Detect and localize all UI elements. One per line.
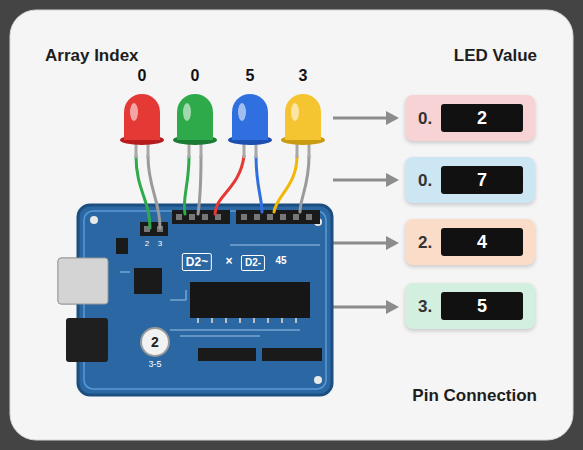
pointer-arrows: [333, 111, 399, 314]
value-display: 5: [441, 292, 523, 320]
mount-hole: [314, 376, 322, 384]
wire: [215, 156, 244, 214]
led-leads: [136, 144, 309, 158]
index-label: 2.: [418, 234, 432, 251]
pointer-arrow: [333, 179, 388, 182]
arrow-head: [386, 173, 399, 187]
usb-connector: [58, 258, 108, 304]
component: [116, 238, 128, 254]
index-label: 3.: [418, 298, 432, 315]
pin-header: [198, 348, 256, 361]
pin-marking: ×: [225, 255, 232, 267]
small-chip: [134, 268, 162, 294]
leds: [120, 94, 325, 158]
index-number: 5: [246, 68, 255, 84]
index-number: 0: [138, 68, 147, 84]
pin-marking: D2-: [241, 255, 265, 271]
pcb-edge: [84, 211, 326, 389]
value-display: 2: [441, 104, 523, 132]
traces: [120, 245, 320, 336]
arrow-head: [386, 236, 399, 250]
arduino-board: [58, 205, 332, 395]
index-label: 0.: [418, 172, 432, 189]
pointer-arrow: [333, 306, 388, 309]
value-display: 4: [441, 228, 523, 256]
pin-header: [172, 210, 230, 224]
wire: [184, 156, 189, 214]
heading: Pin Connection: [412, 387, 537, 404]
wire: [274, 156, 297, 212]
wire: [256, 156, 262, 212]
value-display: 7: [441, 166, 523, 194]
pin-marking: 45: [275, 256, 286, 266]
value-box: 0.7: [405, 157, 535, 203]
led: [173, 94, 217, 145]
reset-button: [141, 328, 169, 356]
value-box: 2.4: [405, 219, 535, 265]
header-pins: [144, 214, 312, 232]
pointer-arrow: [333, 117, 388, 120]
pointer-arrow: [333, 242, 388, 245]
value-text: 4: [477, 233, 487, 251]
index-number: 0: [191, 68, 200, 84]
pin-header: [236, 210, 320, 224]
pin-label: 2: [145, 240, 149, 248]
mount-hole: [90, 216, 98, 224]
chip-legs: [198, 318, 296, 323]
value-box: 3.5: [405, 283, 535, 329]
pin-label: 3: [158, 240, 162, 248]
wire: [300, 156, 309, 212]
microcontroller-chip: [190, 282, 310, 318]
value-text: 5: [477, 297, 487, 315]
index-label: 0.: [418, 110, 432, 127]
pin-header: [262, 348, 322, 361]
heading: LED Value: [454, 47, 537, 64]
wire: [198, 156, 201, 214]
pin-marking: 3-5: [148, 360, 161, 369]
value-text: 7: [477, 171, 487, 189]
arrow-head: [386, 111, 399, 125]
usb-connector: [58, 258, 108, 304]
arrow-head: [386, 300, 399, 314]
wires: [136, 156, 309, 228]
led: [281, 94, 325, 145]
pin-marking: D2~: [182, 253, 212, 271]
card: [10, 10, 573, 440]
led: [228, 94, 272, 145]
led: [120, 94, 164, 145]
pcb: [78, 205, 332, 395]
index-number: 3: [299, 68, 308, 84]
wire: [148, 156, 160, 228]
value-box: 0.2: [405, 95, 535, 141]
power-jack: [66, 318, 108, 362]
heading: Array Index: [45, 47, 139, 64]
value-text: 2: [477, 109, 487, 127]
pin-header: [140, 222, 168, 236]
button-label: 2: [151, 335, 159, 349]
